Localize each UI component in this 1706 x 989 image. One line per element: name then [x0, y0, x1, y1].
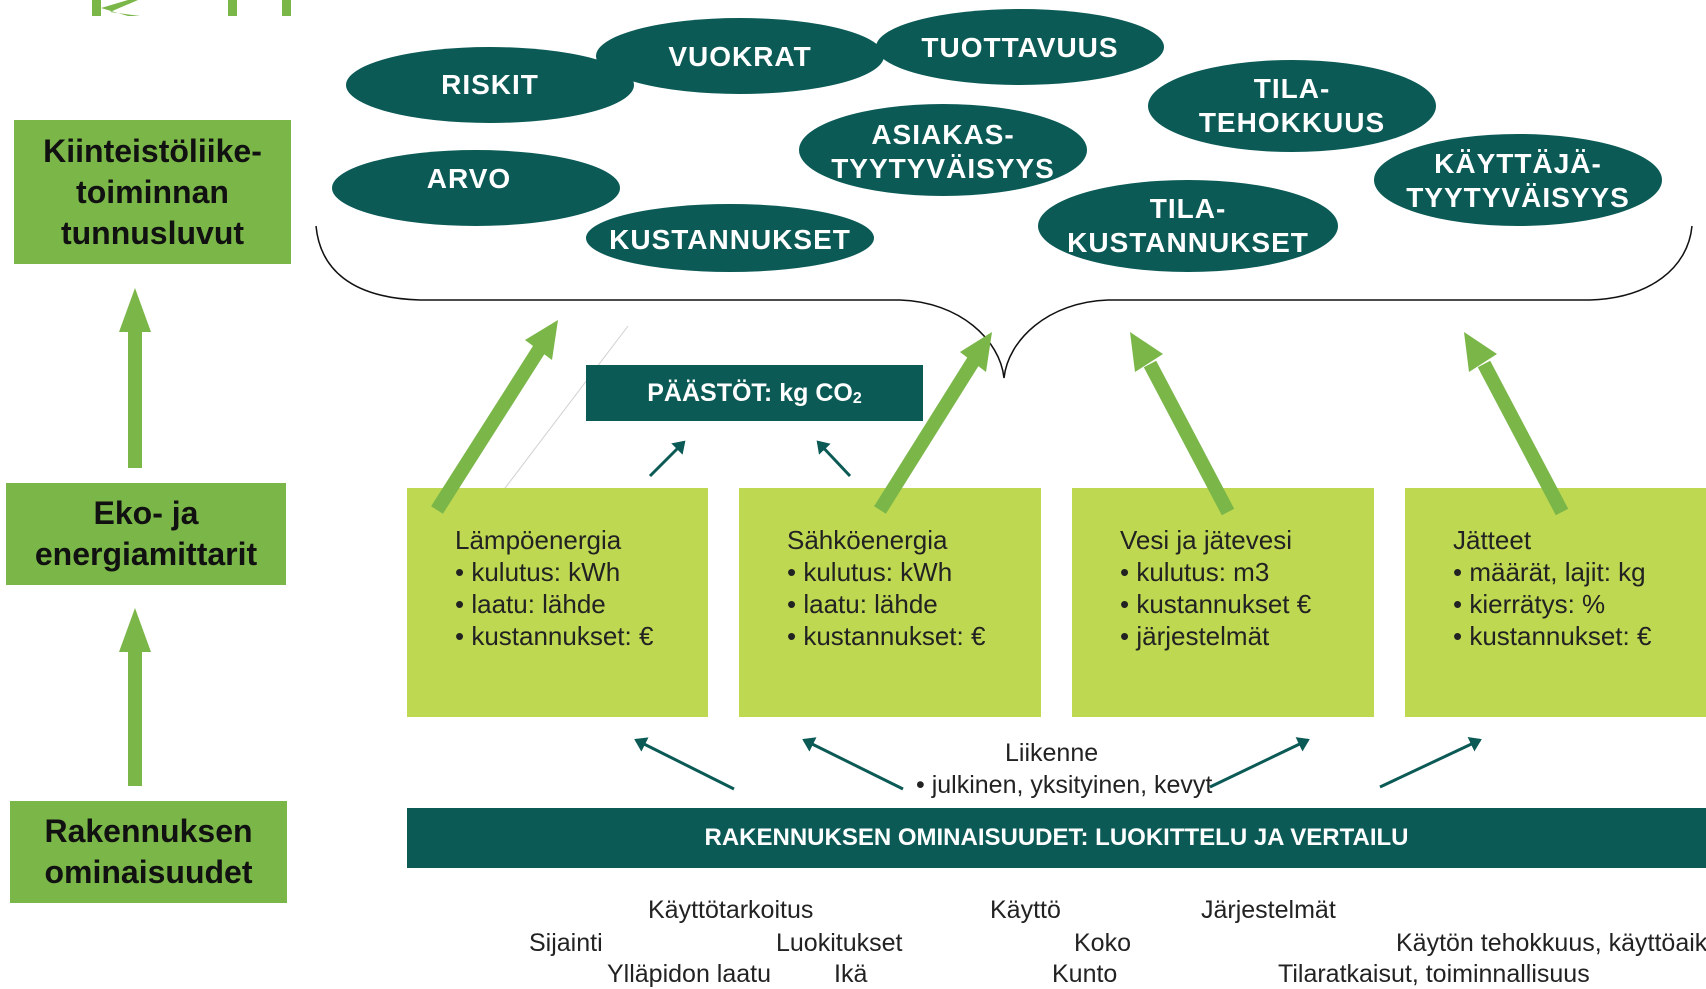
traffic-title: Liikenne [1005, 739, 1099, 767]
feature-label: Ylläpidon laatu [607, 960, 772, 988]
building-properties-bar: RAKENNUKSEN OMINAISUUDET: LUOKITTELU JA … [407, 808, 1706, 868]
topic-item: järjestelmät [1120, 620, 1374, 652]
feature-label: Käyttötarkoitus [648, 896, 814, 924]
topic-item: kulutus: kWh [787, 556, 1041, 588]
feature-label: Käyttö [990, 896, 1061, 924]
emissions-subscript: 2 [852, 390, 862, 407]
topic-item: kustannukset € [1120, 588, 1374, 620]
metric-label-kayttajatyytyvaisyys: KÄYTTÄJÄ- TYYTYVÄISYYS [1406, 148, 1630, 213]
topic-item: kierrätys: % [1453, 588, 1706, 620]
bullet-icon: • [916, 771, 932, 799]
side-arrow-up-1 [119, 288, 151, 468]
feature-label: Sijainti [529, 929, 603, 957]
topic-item: kustannukset: € [1453, 620, 1706, 652]
level-box-kpi: Kiinteistöliike- toiminnan tunnusluvut [14, 120, 291, 264]
metric-label-riskit: RISKIT [441, 69, 539, 100]
topic-item: laatu: lähde [787, 588, 1041, 620]
traffic-item-text: julkinen, yksityinen, kevyt [931, 771, 1213, 799]
feature-label: Kunto [1052, 960, 1118, 988]
metric-label-tuottavuus: TUOTTAVUUS [921, 32, 1119, 63]
feature-label: Käytön tehokkuus, käyttöaika [1396, 929, 1706, 957]
oval-tilakustannukset [1038, 180, 1338, 272]
topic-title: Jätteet [1453, 525, 1532, 555]
oval-asiakastyytyvaisyys [799, 104, 1087, 196]
topic-box-water: Vesi ja jätevesi kulutus: m3 kustannukse… [1072, 488, 1374, 717]
topic-item: laatu: lähde [455, 588, 708, 620]
oval-arvo [332, 150, 620, 226]
topic-item: määrät, lajit: kg [1453, 556, 1706, 588]
emissions-label: PÄÄSTÖT: kg CO [647, 378, 853, 407]
oval-vuokrat [596, 18, 884, 94]
topic-title: Lämpöenergia [455, 525, 622, 555]
curly-brace [315, 225, 1693, 379]
topic-item: kulutus: kWh [455, 556, 708, 588]
feature-label: Luokitukset [776, 929, 903, 957]
feature-label: Järjestelmät [1201, 896, 1336, 924]
topic-box-heat-energy: Lämpöenergia kulutus: kWh laatu: lähde k… [407, 488, 708, 717]
oval-kayttajatyytyvaisyys [1374, 134, 1662, 226]
feature-label: Koko [1074, 929, 1131, 957]
side-arrow-up-2 [119, 608, 151, 786]
metric-label-tilatehokkuus: TILA- TEHOKKUUS [1198, 73, 1386, 138]
topic-box-waste: Jätteet määrät, lajit: kg kierrätys: % k… [1405, 488, 1706, 717]
level-box-eco-metrics: Eko- ja energiamittarit [6, 483, 286, 585]
topic-box-electric-energy: Sähköenergia kulutus: kWh laatu: lähde k… [739, 488, 1041, 717]
logo-fragment [92, 0, 291, 16]
oval-tuottavuus [876, 9, 1164, 85]
oval-kustannukset [586, 204, 874, 272]
topic-item: kustannukset: € [787, 620, 1041, 652]
topic-item: kulutus: m3 [1120, 556, 1374, 588]
topic-title: Sähköenergia [787, 525, 948, 555]
metric-label-vuokrat: VUOKRAT [668, 41, 812, 72]
feature-label: Ikä [834, 960, 868, 988]
metric-label-kustannukset: KUSTANNUKSET [609, 224, 851, 255]
metric-label-tilakustannukset: TILA- KUSTANNUKSET [1067, 193, 1309, 258]
metric-label-arvo: ARVO [426, 163, 512, 194]
metric-label-asiakastyytyvaisyys: ASIAKAS- TYYTYVÄISYYS [831, 119, 1055, 184]
traffic-item: • julkinen, yksityinen, kevyt [916, 771, 1212, 800]
topic-title: Vesi ja jätevesi [1120, 525, 1292, 555]
level-box-building-properties: Rakennuksen ominaisuudet [10, 801, 287, 903]
feature-label: Tilaratkaisut, toiminnallisuus [1278, 960, 1590, 988]
topic-item: kustannukset: € [455, 620, 708, 652]
oval-tilatehokkuus [1148, 60, 1436, 152]
oval-riskit [346, 47, 634, 123]
